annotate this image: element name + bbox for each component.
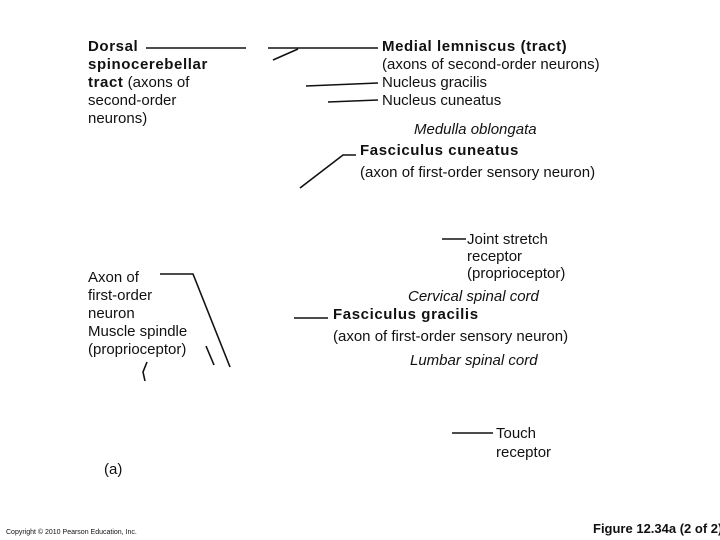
fasciculus-gracilis-title: Fasciculus gracilis: [333, 306, 479, 323]
dorsal-spino-line3: tract (axons of: [88, 74, 208, 92]
dorsal-spinocerebellar-label: Dorsal spinocerebellar tract (axons of s…: [88, 38, 208, 128]
dorsal-spino-tract-word: tract: [88, 74, 124, 91]
fasciculus-gracilis-sub: (axon of first-order sensory neuron): [333, 328, 569, 345]
proprioceptor-label: (proprioceptor): [88, 341, 187, 358]
fasciculus-gracilis-label: Fasciculus gracilis (axon of first-order…: [333, 306, 568, 346]
lumbar-spinal-cord-label: Lumbar spinal cord: [410, 352, 538, 369]
leader-muscle-spindle-a: [205, 345, 215, 366]
leader-muscle-spindle-b: [142, 361, 148, 382]
dorsal-spino-line1: Dorsal: [88, 38, 139, 55]
dorsal-spino-line4: second-order: [88, 92, 177, 109]
panel-label: (a): [104, 461, 123, 478]
joint-stretch-line3: (proprioceptor): [467, 265, 566, 282]
dorsal-spino-line5: neurons): [88, 110, 148, 127]
muscle-spindle-label: Muscle spindle: [88, 323, 188, 340]
nucleus-cuneatus-label: Nucleus cuneatus: [382, 92, 502, 109]
fasciculus-cuneatus-label: Fasciculus cuneatus (axon of first-order…: [360, 142, 595, 182]
dorsal-spino-line2: spinocerebellar: [88, 56, 208, 73]
touch-receptor-line1: Touch: [496, 425, 537, 442]
axon-first-order-line1: Axon of: [88, 269, 139, 286]
figure-caption: Figure 12.34a (2 of 2): [593, 521, 720, 536]
leader-axon-first-order: [160, 273, 231, 368]
leader-nucleus-gracilis: [305, 82, 379, 87]
touch-receptor-line2: receptor: [496, 444, 552, 461]
leader-nucleus-cuneatus: [327, 99, 379, 103]
copyright-text: Copyright © 2010 Pearson Education, Inc.: [6, 529, 137, 536]
axon-first-order-line2: first-order: [88, 287, 153, 304]
medial-lemniscus-title: Medial lemniscus (tract): [382, 38, 568, 55]
touch-receptor-label: Touch receptor: [496, 424, 551, 462]
cervical-spinal-cord-label: Cervical spinal cord: [408, 288, 539, 305]
nucleus-gracilis-label: Nucleus gracilis: [382, 74, 488, 91]
medulla-oblongata-label: Medulla oblongata: [414, 121, 537, 138]
fasciculus-cuneatus-title: Fasciculus cuneatus: [360, 142, 519, 159]
axon-first-order-label: Axon of first-order neuron Muscle spindl…: [88, 269, 187, 359]
joint-stretch-line1: Joint stretch: [467, 231, 548, 248]
medial-lemniscus-label: Medial lemniscus (tract) (axons of secon…: [382, 38, 600, 110]
joint-stretch-receptor-label: Joint stretch receptor (proprioceptor): [467, 231, 565, 282]
medial-lemniscus-sub: (axons of second-order neurons): [382, 56, 600, 73]
joint-stretch-line2: receptor: [467, 248, 523, 265]
leader-fasciculus-cuneatus: [299, 154, 356, 189]
axon-first-order-line3: neuron: [88, 305, 135, 322]
dorsal-spino-axons-of: (axons of: [123, 74, 190, 91]
leader-medial-lemniscus-b: [272, 48, 299, 61]
fasciculus-cuneatus-sub: (axon of first-order sensory neuron): [360, 164, 596, 181]
